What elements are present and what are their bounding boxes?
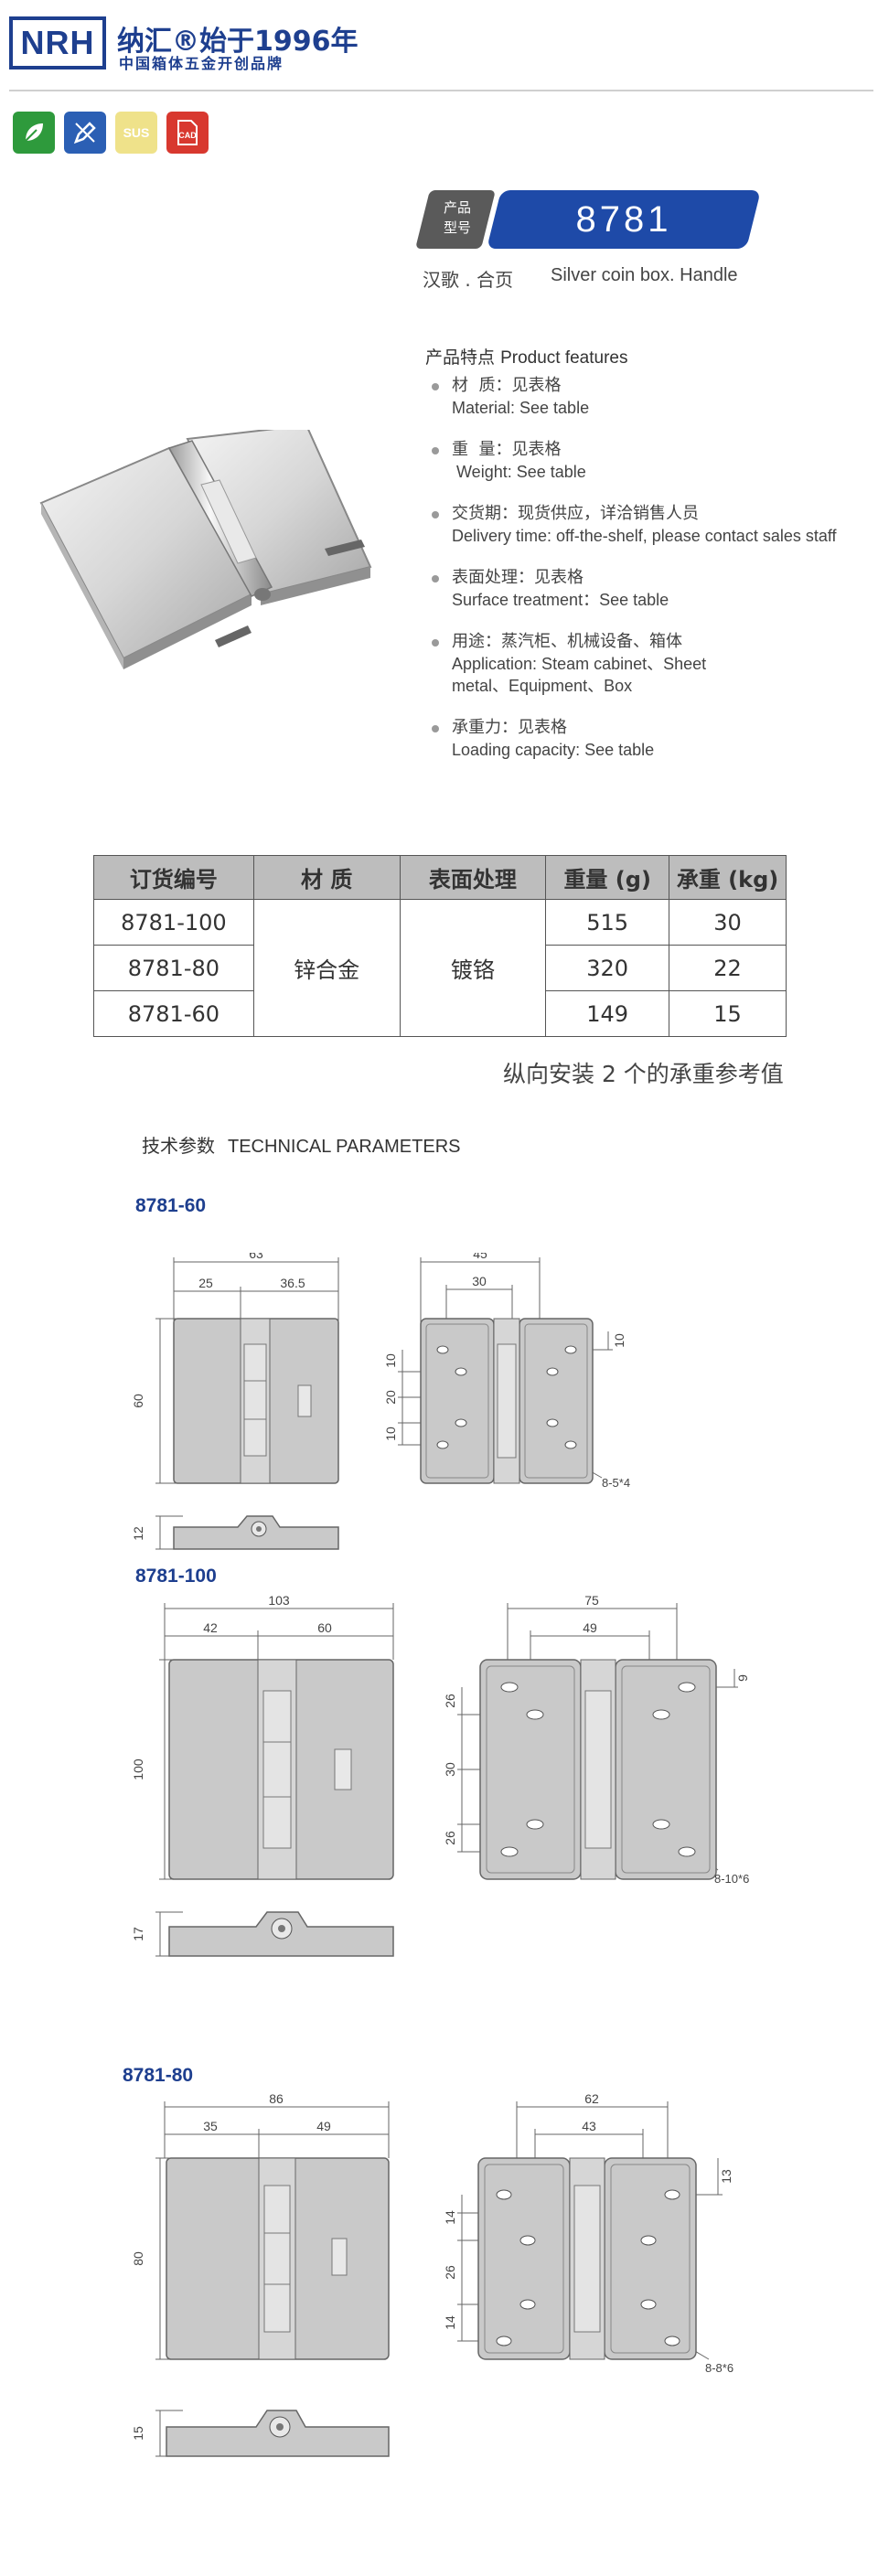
side-view-8781-100: 17 xyxy=(131,1911,394,1957)
side-view-8781-80: 15 xyxy=(131,2410,390,2457)
bullet-dot-icon xyxy=(432,447,439,454)
material-value: 锌合金 xyxy=(252,899,401,1037)
bullet-dot-icon xyxy=(432,639,439,647)
svg-text:86: 86 xyxy=(269,2094,284,2106)
svg-text:35: 35 xyxy=(203,2119,218,2133)
svg-text:75: 75 xyxy=(584,1596,599,1608)
feature-application: 用途：蒸汽柜、机械设备、箱体 Application: Steam cabine… xyxy=(432,631,871,697)
load-value: 30 xyxy=(669,899,787,946)
table-row: 8781-100 锌合金 镀铬 515 30 xyxy=(93,899,787,1037)
svg-text:25: 25 xyxy=(198,1276,213,1290)
svg-text:12: 12 xyxy=(131,1526,145,1541)
col-material: 材 质 xyxy=(252,855,401,900)
surface-value: 镀铬 xyxy=(399,899,547,1037)
svg-text:26: 26 xyxy=(444,2265,457,2280)
svg-text:8-8*6: 8-8*6 xyxy=(705,2361,733,2375)
svg-text:49: 49 xyxy=(583,1620,597,1635)
product-name-cn: 汉歌 . 合页 xyxy=(423,269,514,291)
front-view-8781-80: 86 35 49 80 xyxy=(131,2094,390,2360)
bullet-dot-icon xyxy=(432,725,439,732)
load-note: 纵向安装 2 个的承重参考值 xyxy=(503,1061,784,1087)
order-code: 8781-60 xyxy=(93,990,254,1037)
back-view-8781-100: 75 49 9 26 30 26 8-10*6 xyxy=(444,1596,750,1886)
table-header-row: 订货编号 材 质 表面处理 重量 (g) 承重 (kg) xyxy=(93,855,787,900)
svg-text:10: 10 xyxy=(384,1427,398,1441)
svg-text:80: 80 xyxy=(131,2251,145,2266)
weight-value: 149 xyxy=(545,990,670,1037)
nrh-logo: NRH xyxy=(9,16,106,69)
brand-slogan: 中国箱体五金开创品牌 xyxy=(119,55,284,72)
svg-text:45: 45 xyxy=(473,1253,487,1261)
svg-text:49: 49 xyxy=(316,2119,331,2133)
col-order-code: 订货编号 xyxy=(93,855,254,900)
spec-table: 订货编号 材 质 表面处理 重量 (g) 承重 (kg) 8781-100 锌合… xyxy=(93,855,787,1037)
product-name-en: Silver coin box. Handle xyxy=(551,265,738,285)
weight-value: 515 xyxy=(545,899,670,946)
svg-text:62: 62 xyxy=(584,2094,599,2106)
front-view-8781-100: 103 42 60 100 xyxy=(131,1596,394,1880)
svg-text:14: 14 xyxy=(444,2210,457,2225)
feature-weight: 重 量：见表格 Weight: See table xyxy=(432,439,871,483)
order-code: 8781-100 xyxy=(93,899,254,946)
svg-text:103: 103 xyxy=(268,1596,290,1608)
svg-text:60: 60 xyxy=(131,1394,145,1408)
table-row: 8781-60 149 15 xyxy=(93,990,787,1037)
bullet-dot-icon xyxy=(432,575,439,583)
svg-text:9: 9 xyxy=(735,1674,750,1682)
svg-text:26: 26 xyxy=(444,1694,457,1708)
svg-text:8-10*6: 8-10*6 xyxy=(714,1872,749,1886)
svg-text:100: 100 xyxy=(131,1758,145,1780)
svg-text:60: 60 xyxy=(317,1620,332,1635)
svg-text:10: 10 xyxy=(384,1353,398,1368)
svg-text:30: 30 xyxy=(444,1762,457,1777)
brand-name: 纳汇®始于1996年 xyxy=(117,26,359,58)
bullet-dot-icon xyxy=(432,383,439,390)
back-view-8781-80: 62 43 13 14 26 14 8-8*6 xyxy=(444,2094,733,2375)
model-label: 产品 型号 xyxy=(443,199,471,236)
load-value: 15 xyxy=(669,990,787,1037)
svg-text:42: 42 xyxy=(203,1620,218,1635)
drawing-label-8781-80: 8781-80 xyxy=(123,2065,194,2086)
back-view-8781-60: 45 30 10 10 20 10 8-5*4 xyxy=(384,1253,630,1490)
header-divider xyxy=(9,90,873,91)
svg-text:17: 17 xyxy=(131,1927,145,1941)
order-code: 8781-80 xyxy=(93,945,254,991)
svg-text:36.5: 36.5 xyxy=(280,1276,305,1290)
design-pen-icon xyxy=(64,112,106,154)
drawing-label-8781-100: 8781-100 xyxy=(135,1566,217,1587)
svg-text:43: 43 xyxy=(582,2119,596,2133)
svg-text:8-5*4: 8-5*4 xyxy=(602,1476,630,1490)
eco-leaf-icon xyxy=(13,112,55,154)
hinge-product-image xyxy=(39,430,372,669)
col-weight: 重量 (g) xyxy=(545,855,670,900)
svg-text:26: 26 xyxy=(444,1831,457,1845)
svg-text:63: 63 xyxy=(249,1253,263,1261)
features-title: 产品特点 Product features xyxy=(425,347,628,368)
svg-text:20: 20 xyxy=(384,1390,398,1405)
cad-icon: CAD xyxy=(166,112,209,154)
load-value: 22 xyxy=(669,945,787,991)
drawing-label-8781-60: 8781-60 xyxy=(135,1195,207,1216)
svg-text:14: 14 xyxy=(444,2315,457,2330)
svg-text:30: 30 xyxy=(472,1274,487,1288)
weight-value: 320 xyxy=(545,945,670,991)
front-view-8781-60: 63 25 36.5 60 xyxy=(131,1253,339,1527)
svg-text:10: 10 xyxy=(612,1333,626,1348)
model-number: 8781 xyxy=(575,198,672,240)
svg-text:CAD: CAD xyxy=(178,131,197,140)
col-surface: 表面处理 xyxy=(399,855,547,900)
svg-text:15: 15 xyxy=(131,2426,145,2441)
col-load: 承重 (kg) xyxy=(669,855,787,900)
feature-loading: 承重力：见表格 Loading capacity: See table xyxy=(432,717,871,761)
feature-delivery: 交货期：现货供应，详洽销售人员 Delivery time: off-the-s… xyxy=(432,503,871,547)
feature-material: 材 质：见表格 Material: See table xyxy=(432,375,871,419)
svg-text:13: 13 xyxy=(719,2169,733,2184)
feature-surface: 表面处理：见表格 Surface treatment：See table xyxy=(432,567,871,611)
bullet-dot-icon xyxy=(432,511,439,518)
sus-icon: SUS xyxy=(115,112,157,154)
side-view-8781-60: 12 xyxy=(131,1515,339,1550)
